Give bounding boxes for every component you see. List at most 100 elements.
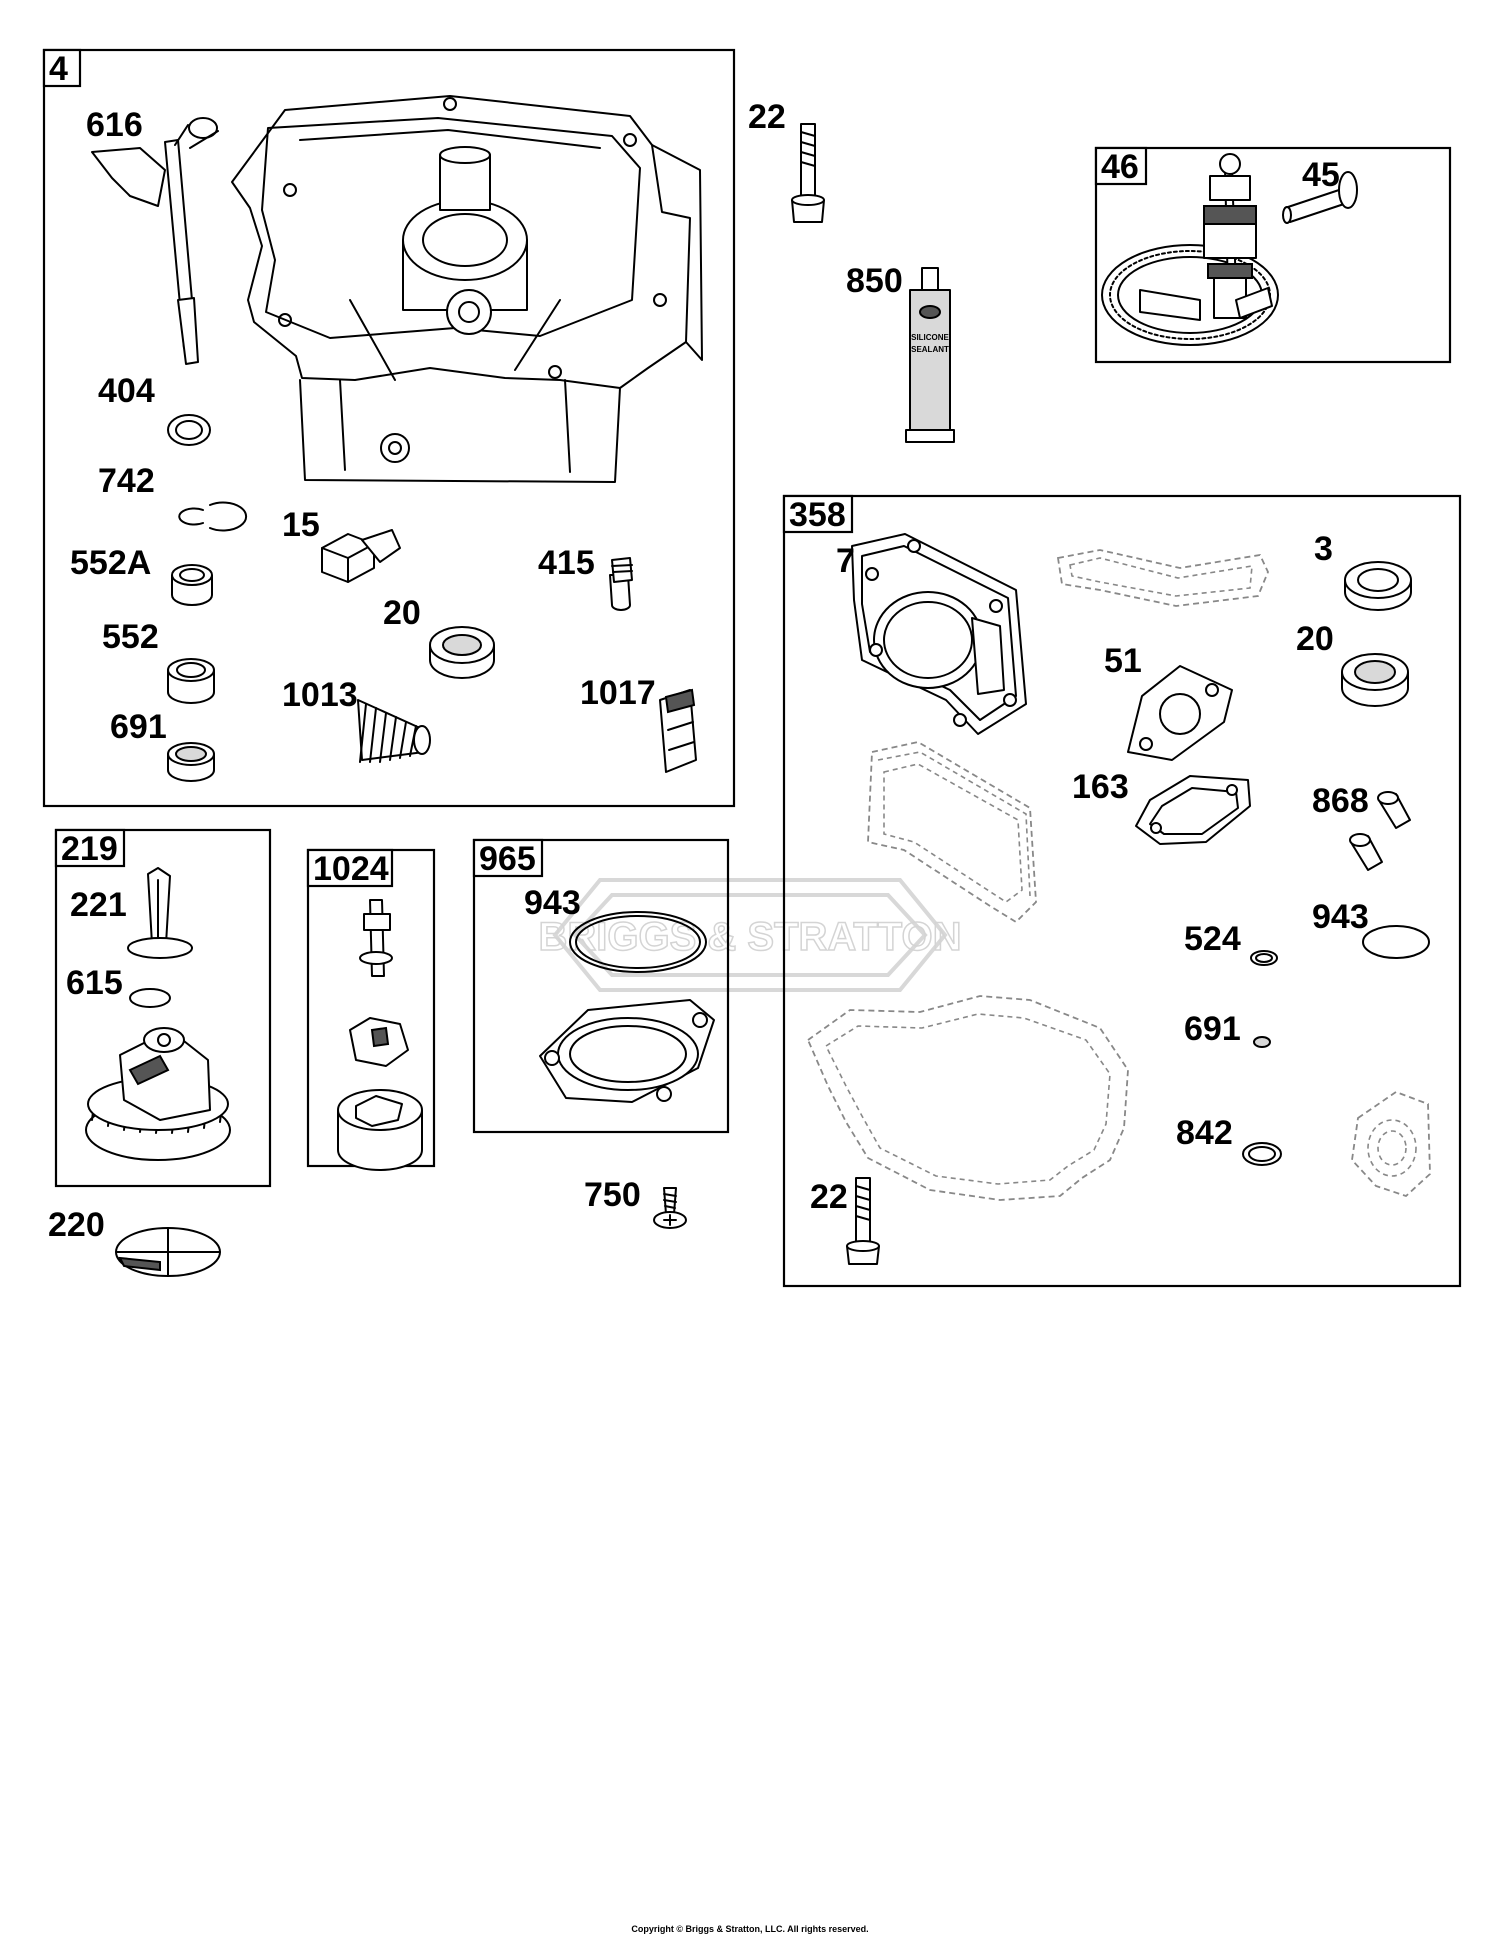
frame-965-border	[472, 838, 730, 1134]
camshaft-gear-46[interactable]	[1101, 153, 1279, 346]
intake-gasket-163[interactable]	[1135, 775, 1251, 845]
frame-4-tab	[42, 48, 82, 88]
frame-46-tab	[1094, 146, 1148, 186]
brand-watermark: BRIGGS & STRATTON	[538, 878, 962, 992]
callout-691-a: 691	[110, 708, 167, 746]
screw-750[interactable]	[653, 1187, 687, 1229]
frame-4: 4	[42, 48, 736, 808]
governor-pin-221[interactable]	[127, 867, 193, 959]
frame-46-border	[1094, 146, 1452, 364]
callout-163: 163	[1072, 768, 1129, 806]
oil-pump-assembly-1024[interactable]	[337, 899, 423, 1171]
callout-20-b: 20	[1296, 620, 1334, 658]
callout-842: 842	[1176, 1114, 1233, 1152]
oil-seal-3[interactable]	[1344, 561, 1412, 611]
governor-gear-219[interactable]	[85, 1027, 231, 1161]
callout-15: 15	[282, 506, 320, 544]
seal-691[interactable]	[167, 742, 215, 782]
ring-524[interactable]	[1250, 950, 1278, 966]
callout-22-b: 22	[810, 1178, 848, 1216]
callout-22-a: 22	[748, 98, 786, 136]
watermark-text: BRIGGS & STRATTON	[539, 915, 962, 959]
callout-691-b: 691	[1184, 1010, 1241, 1048]
frame-46-label: 46	[1101, 148, 1139, 186]
rocker-cover-gasket-inner	[1069, 557, 1253, 597]
callout-524: 524	[1184, 920, 1241, 958]
spring-1013[interactable]	[357, 699, 431, 763]
frame-219: 219	[54, 828, 272, 1188]
rocker-cover-gasket-outline	[1056, 549, 1269, 607]
tube-text-2: SEALANT	[911, 345, 949, 354]
silicone-sealant-tube-850[interactable]: SILICONE SEALANT	[905, 267, 955, 443]
crankcase-sump-4[interactable]	[231, 95, 703, 483]
frame-219-label: 219	[61, 830, 118, 868]
callout-220: 220	[48, 1206, 105, 1244]
frame-358-label: 358	[789, 496, 846, 534]
callout-221: 221	[70, 886, 127, 924]
gasket-outline-a	[867, 741, 1037, 924]
callout-943-b: 943	[1312, 898, 1369, 936]
frame-358: 358	[782, 494, 1462, 1288]
callout-615: 615	[66, 964, 123, 1002]
callout-20-a: 20	[383, 594, 421, 632]
bushing-552a[interactable]	[171, 564, 213, 606]
callout-45: 45	[1302, 156, 1340, 194]
e-ring-742[interactable]	[178, 501, 248, 532]
seal-691-b[interactable]	[1253, 1036, 1271, 1048]
plug-15[interactable]	[321, 529, 401, 583]
ring-615[interactable]	[129, 988, 171, 1008]
callout-742: 742	[98, 462, 155, 500]
callout-1013: 1013	[282, 676, 358, 714]
callout-616: 616	[86, 106, 143, 144]
callout-404: 404	[98, 372, 155, 410]
frame-965-label: 965	[479, 840, 536, 878]
screw-22-bottom[interactable]	[846, 1177, 880, 1265]
frame-219-border	[54, 828, 272, 1188]
crankcase-gasket-inner	[824, 1013, 1111, 1185]
pump-cover-965[interactable]	[539, 999, 715, 1103]
frame-358-border	[782, 494, 1462, 1288]
frame-358-tab	[782, 494, 854, 534]
plug-415[interactable]	[609, 557, 633, 611]
callout-850: 850	[846, 262, 903, 300]
callout-943-a: 943	[524, 884, 581, 922]
thrust-washer-220[interactable]	[115, 1227, 221, 1277]
callout-552a: 552A	[70, 544, 151, 582]
callout-3: 3	[1314, 530, 1333, 568]
callout-868: 868	[1312, 782, 1369, 820]
copyright-notice: Copyright © Briggs & Stratton, LLC. All …	[631, 1924, 869, 1934]
pad-1017[interactable]	[659, 688, 697, 773]
exhaust-gasket-51[interactable]	[1127, 665, 1233, 761]
crankcase-gasket-outline	[806, 995, 1129, 1201]
tube-text-1: SILICONE	[911, 333, 949, 342]
washer-404[interactable]	[167, 414, 211, 446]
frame-965-tab	[472, 838, 544, 878]
valve-seals-868[interactable]	[1349, 791, 1411, 871]
callout-1017: 1017	[580, 674, 656, 712]
oil-seal-20-b[interactable]	[1341, 653, 1409, 707]
ring-842[interactable]	[1242, 1142, 1282, 1166]
frame-1024-tab	[306, 848, 394, 888]
frame-219-tab	[54, 828, 126, 868]
frame-4-border	[42, 48, 736, 808]
callout-7: 7	[836, 542, 855, 580]
oil-seal-20[interactable]	[429, 626, 495, 679]
callout-552: 552	[102, 618, 159, 656]
governor-shaft-616[interactable]	[91, 117, 219, 365]
breather-gasket-outline	[1351, 1090, 1431, 1198]
o-ring-943-a[interactable]	[569, 911, 707, 973]
callout-415: 415	[538, 544, 595, 582]
callout-51: 51	[1104, 642, 1142, 680]
gasket-outline-a-inner	[883, 763, 1023, 903]
frame-965: 965	[472, 838, 730, 1134]
bushing-552[interactable]	[167, 658, 215, 704]
gasket-outline-a-mid	[877, 751, 1031, 897]
callout-750: 750	[584, 1176, 641, 1214]
frame-46: 46	[1094, 146, 1452, 364]
screw-22-top[interactable]	[791, 123, 825, 223]
o-ring-943-b[interactable]	[1362, 925, 1430, 959]
frame-1024-label: 1024	[313, 850, 389, 888]
valve-tappet-45[interactable]	[1282, 171, 1358, 224]
head-gasket-7[interactable]	[851, 533, 1027, 735]
